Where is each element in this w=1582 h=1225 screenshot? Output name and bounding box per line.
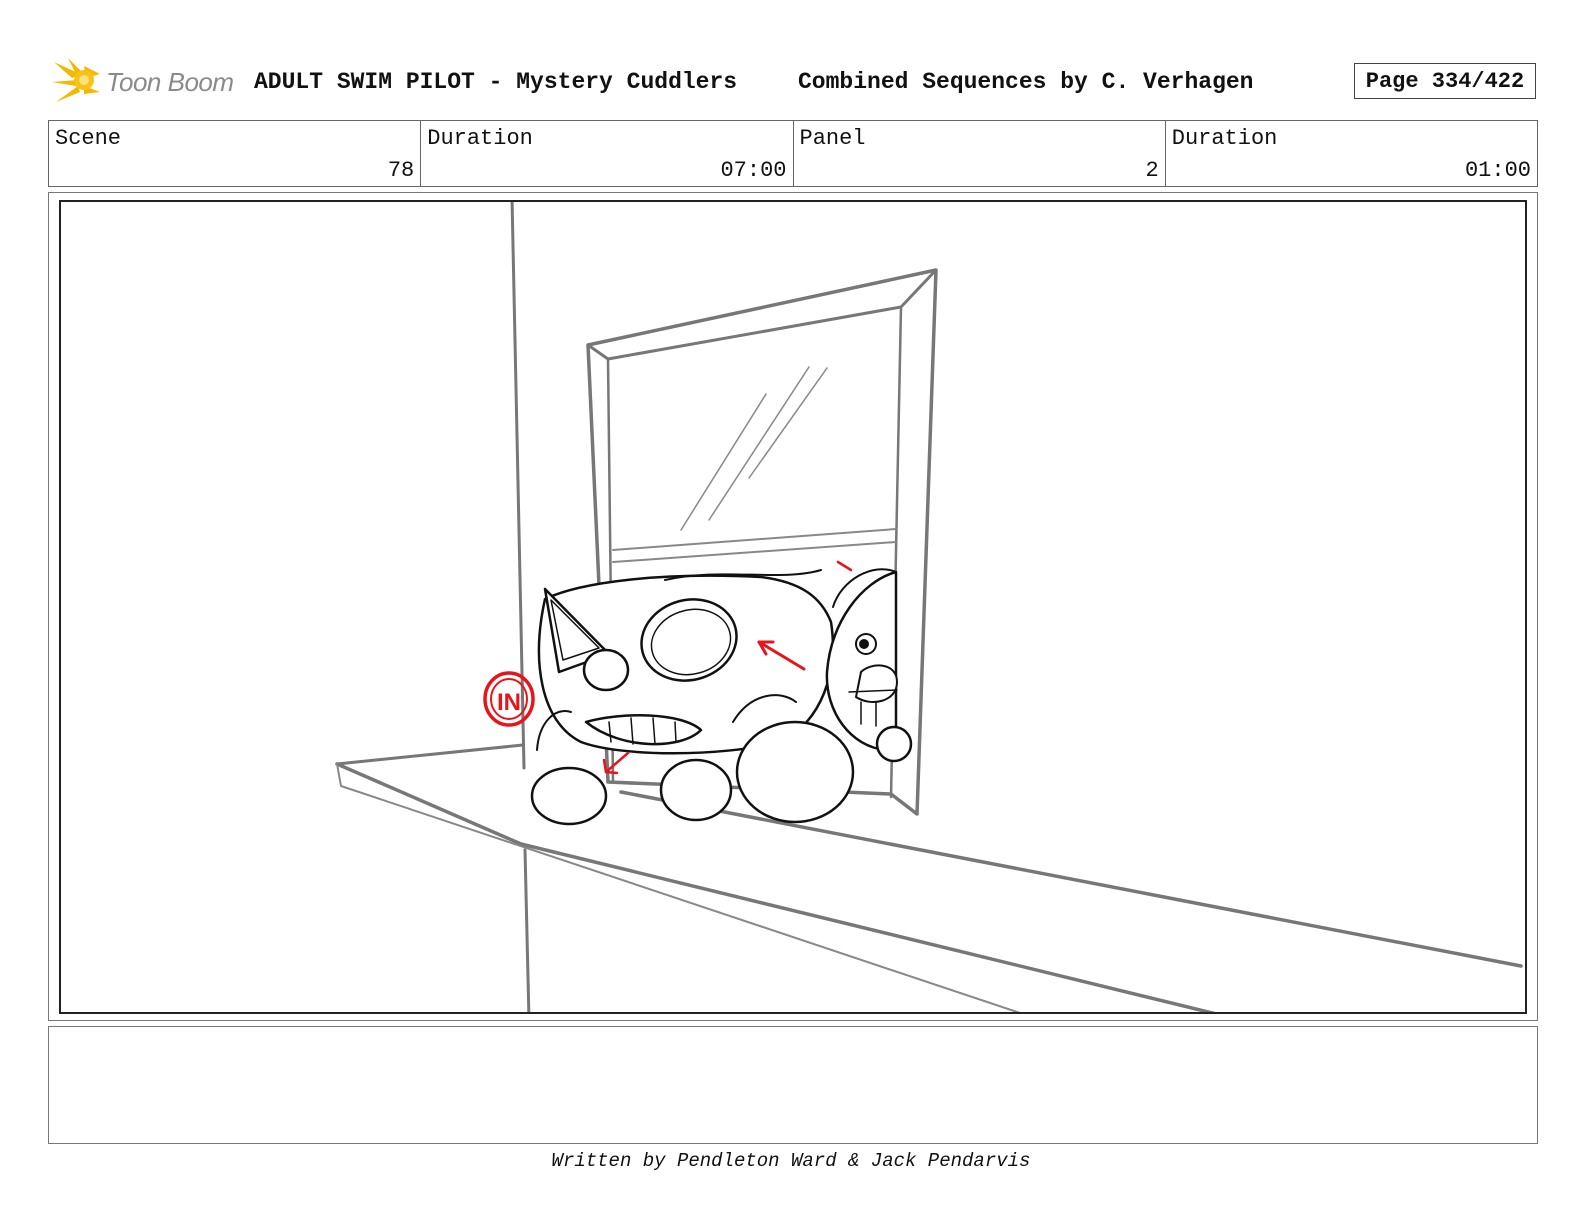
- in-marker-circle: [483, 671, 535, 727]
- glass-reflection: [680, 393, 767, 531]
- toon-boom-logo: Toon Boom: [50, 56, 234, 108]
- panel-notes-box: [48, 1026, 1538, 1144]
- ledge-front-edge: [335, 762, 1216, 1012]
- scene-info-row: Scene 78 Duration 07:00 Panel 2 Duration…: [48, 120, 1538, 187]
- scene-value: 78: [387, 158, 415, 183]
- writer-credit: Written by Pendleton Ward & Jack Pendarv…: [551, 1150, 1031, 1172]
- panel-duration-value: 01:00: [1464, 158, 1531, 183]
- panel-value: 2: [1145, 158, 1159, 183]
- panel-drawing-area: IN: [59, 200, 1527, 1014]
- panel-frame-outer: [48, 192, 1538, 1021]
- scene-cell: Scene 78: [49, 121, 422, 186]
- page-number-box: Page 334/422: [1354, 63, 1536, 99]
- direction-arrow-1: [757, 640, 806, 671]
- cat-nose: [582, 648, 630, 692]
- cat-foot-middle: [659, 758, 733, 822]
- ledge-lower-edge: [336, 763, 1021, 1012]
- starburst-icon: [52, 58, 100, 102]
- cat-paw-right: [735, 720, 855, 824]
- direction-arrow-2: [602, 751, 630, 775]
- storyboard-sketch: IN: [335, 202, 1523, 1012]
- storyboard-header: Toon Boom ADULT SWIM PILOT - Mystery Cud…: [48, 50, 1538, 112]
- window-sash-top: [612, 528, 897, 551]
- project-title: ADULT SWIM PILOT - Mystery Cuddlers: [254, 69, 738, 95]
- wall-corner-lower-line: [523, 848, 531, 1012]
- scene-duration-value: 07:00: [720, 158, 787, 183]
- window-sash-bottom: [612, 541, 897, 563]
- panel-cell: Panel 2: [794, 121, 1166, 186]
- panel-label: Panel: [799, 126, 866, 151]
- cat-foot-left: [530, 766, 608, 826]
- wall-corner-line: [510, 202, 526, 770]
- ledge-back-line: [619, 790, 1523, 968]
- scene-duration-label: Duration: [427, 126, 533, 151]
- scene-duration-cell: Duration 07:00: [421, 121, 794, 186]
- panel-duration-cell: Duration 01:00: [1166, 121, 1537, 186]
- cat-mouth: [584, 714, 703, 746]
- in-marker-label: IN: [497, 689, 521, 716]
- ledge-back-edge: [335, 743, 525, 766]
- window-inner-top: [586, 268, 938, 361]
- logo-text: Toon Boom: [106, 66, 234, 97]
- sequence-credit: Combined Sequences by C. Verhagen: [798, 69, 1254, 95]
- scene-label: Scene: [55, 126, 122, 151]
- panel-duration-label: Duration: [1171, 126, 1278, 151]
